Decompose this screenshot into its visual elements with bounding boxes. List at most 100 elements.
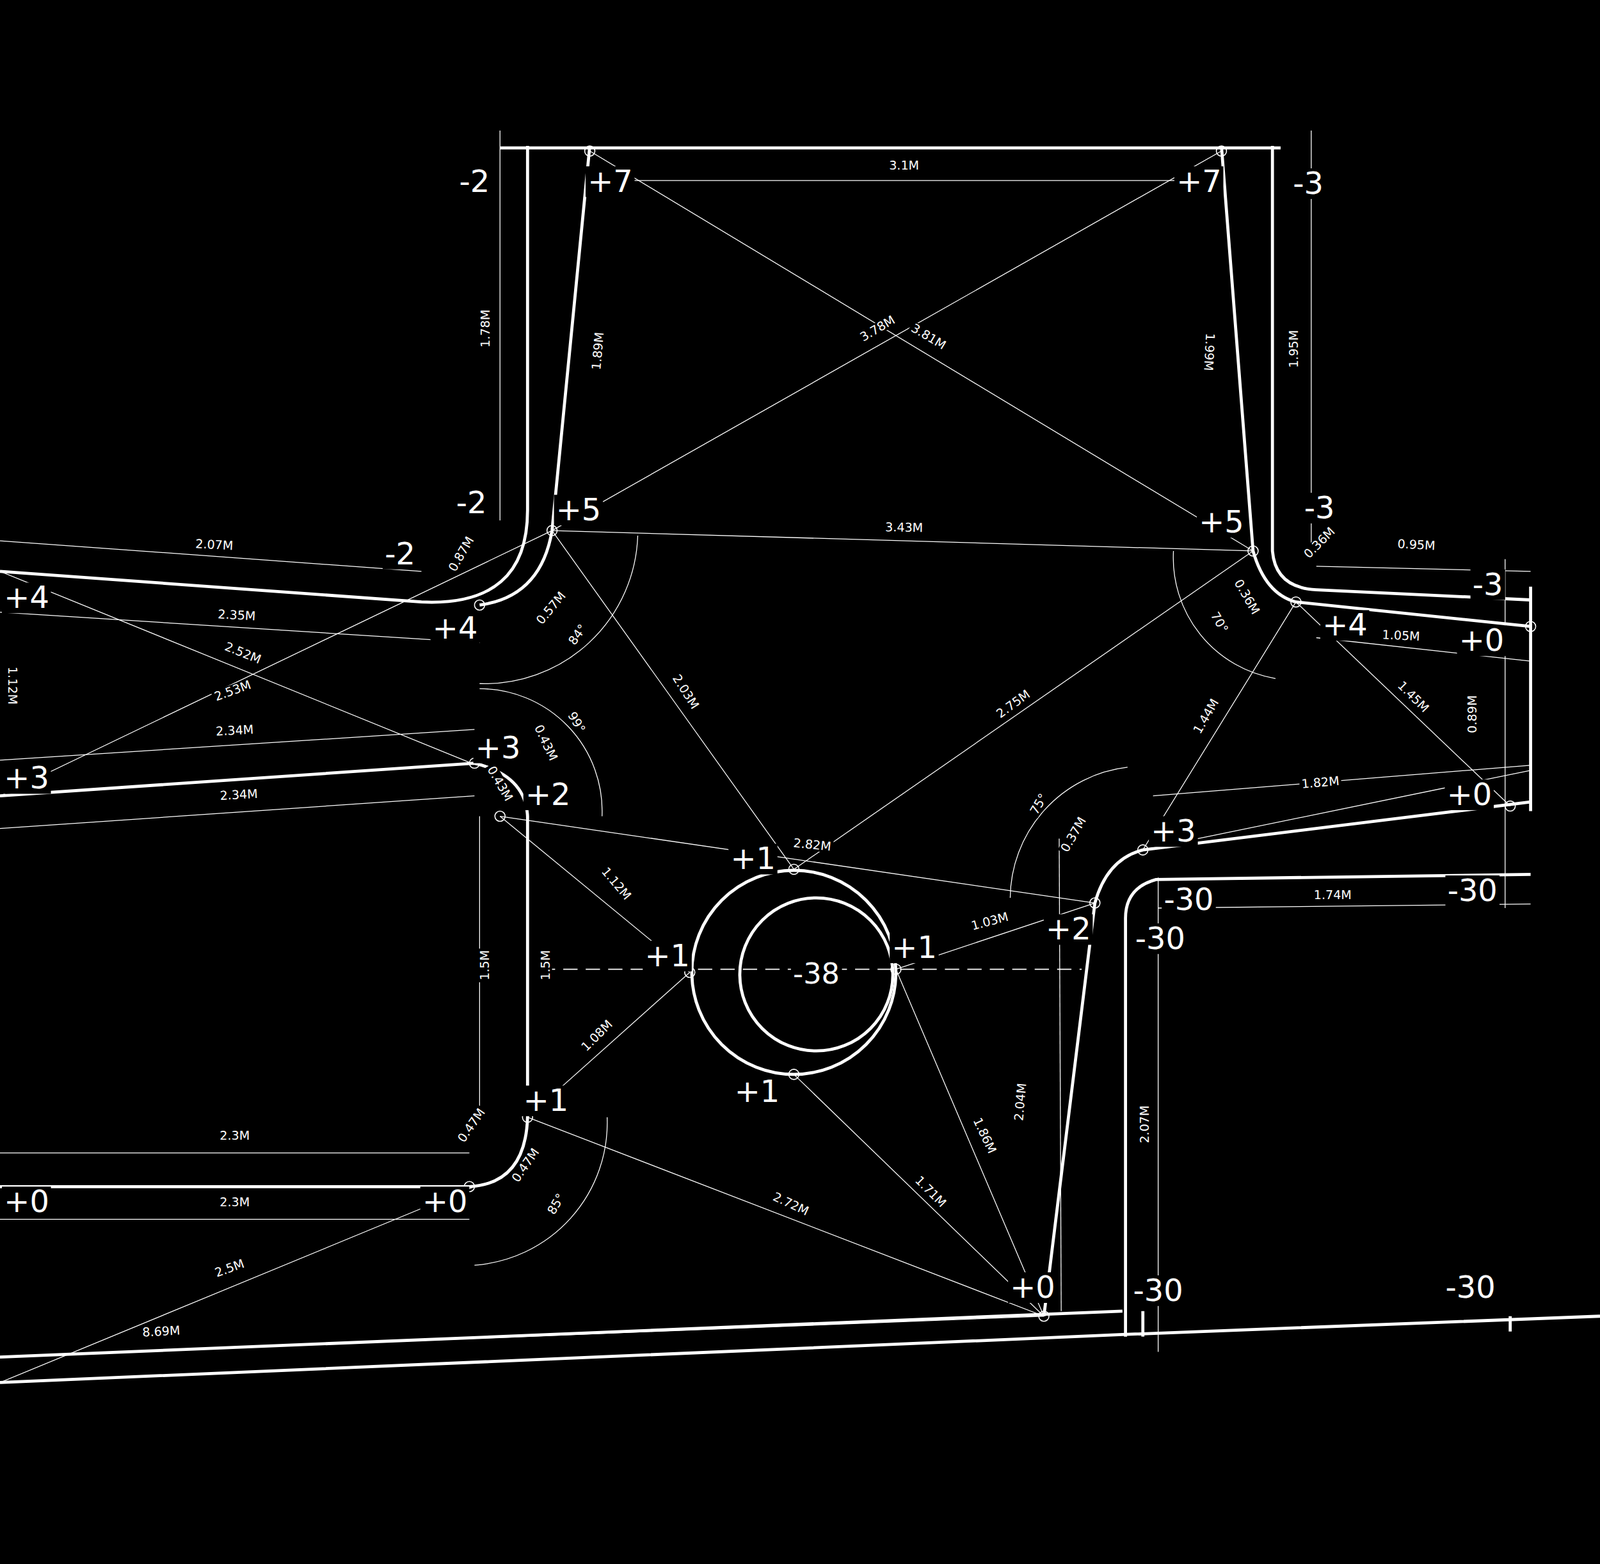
dimension-label: 99° (564, 708, 589, 737)
dimension-label: 0.37M (1057, 813, 1090, 856)
level-label: -3 (1302, 492, 1337, 524)
dimension-label: 2.5M (211, 1256, 248, 1280)
dimension-label: 1.71M (911, 1172, 950, 1211)
boundary-line (479, 145, 590, 605)
dimension-line (0, 530, 553, 797)
level-label: -30 (1443, 1272, 1498, 1304)
level-label: +1 (889, 932, 939, 964)
survey-point (1525, 621, 1536, 632)
level-label: +4 (1, 582, 52, 614)
dimension-label: 1.78M (479, 307, 492, 350)
survey-point (584, 145, 596, 157)
level-label: +3 (473, 732, 523, 764)
survey-point (494, 811, 505, 822)
dimension-label: 0.89M (1466, 693, 1479, 735)
dimension-label: 1.45M (1393, 677, 1433, 717)
level-label: +5 (1196, 506, 1247, 538)
level-label: -3 (1290, 168, 1326, 200)
dimension-label: 84° (565, 620, 591, 649)
dimension-label: 0.95M (1395, 537, 1438, 553)
dimension-line (896, 969, 1044, 1317)
survey-point (1038, 1311, 1049, 1322)
dimension-label: 2.07M (193, 537, 236, 553)
level-label: +1 (642, 940, 692, 972)
boundary-line (1528, 586, 1533, 812)
survey-point (788, 1069, 799, 1080)
dimension-line (1504, 559, 1506, 909)
boundary-line (0, 1316, 1600, 1384)
dimension-label: 2.52M (221, 639, 265, 667)
boundary-line (1125, 874, 1531, 1337)
dimension-line (0, 1186, 475, 1383)
dimension-line (0, 1316, 1044, 1358)
dimension-label: 8.69M (140, 1324, 183, 1339)
level-label: +0 (420, 1186, 470, 1218)
dimension-label: 1.12M (598, 864, 635, 904)
level-label: +2 (1043, 914, 1094, 946)
level-label: +1 (728, 844, 778, 875)
survey-point (1216, 145, 1227, 157)
dimension-label: 0.57M (533, 588, 570, 628)
boundary-line (1141, 1311, 1145, 1337)
level-label: +5 (554, 494, 604, 526)
dimension-label: 1.86M (970, 1114, 1000, 1158)
boundary-line (0, 1311, 1123, 1358)
dimension-label: 0.43M (484, 762, 516, 805)
dimension-label: 2.3M (217, 1129, 252, 1142)
level-label: -2 (382, 538, 418, 570)
dimension-label: 3.78M (856, 312, 899, 345)
survey-point (474, 600, 485, 611)
level-label: -2 (454, 487, 489, 519)
level-label: -30 (1445, 875, 1500, 907)
level-label: +3 (1, 763, 52, 795)
dimension-label: 1.12M (6, 664, 19, 707)
angle-arc (1173, 551, 1276, 679)
dimension-label: 2.35M (215, 608, 258, 623)
survey-point (1248, 545, 1259, 557)
boundary-line (1221, 145, 1531, 627)
level-label: +0 (1008, 1272, 1058, 1304)
dimension-label: 1.08M (577, 1016, 617, 1055)
dimension-label: 1.05M (1379, 628, 1423, 644)
level-label: +0 (1444, 779, 1494, 811)
angle-arc (474, 1117, 607, 1266)
dimension-line (0, 1219, 470, 1220)
dimension-label: 2.04M (1012, 1080, 1029, 1124)
dimension-label: 0.36M (1300, 523, 1339, 562)
level-label: +3 (1148, 816, 1199, 848)
dimension-label: 75° (1027, 789, 1051, 818)
drain-circle: -38 (737, 896, 896, 1054)
dimension-line (0, 1152, 470, 1154)
dimension-label: 1.03M (967, 910, 1012, 933)
level-label: -30 (1161, 884, 1216, 916)
dimension-label: 3.43M (883, 520, 926, 534)
level-label: +1 (521, 1085, 571, 1117)
dimension-label: 3.81M (907, 320, 950, 353)
level-label: -3 (1470, 569, 1506, 601)
dimension-label: 2.34M (213, 723, 256, 738)
survey-point (547, 525, 558, 536)
boundary-line (0, 145, 528, 603)
dimension-label: 0.43M (531, 721, 560, 765)
boundary-line (1508, 1316, 1512, 1332)
dimension-line (499, 816, 1096, 904)
dimension-label: 1.95M (1287, 328, 1300, 370)
survey-point (1505, 801, 1516, 812)
level-label: -2 (456, 166, 492, 198)
level-label: +7 (585, 166, 635, 198)
level-label: +0 (1, 1186, 52, 1218)
dimension-label: 1.5M (539, 948, 552, 983)
dimension-label: 1.99M (1201, 330, 1217, 374)
dimension-label: 2.3M (217, 1196, 252, 1209)
dimension-line (590, 180, 1222, 182)
level-label: -38 (791, 960, 842, 989)
dimension-label: 2.72M (769, 1189, 813, 1219)
level-label: -30 (1130, 1275, 1186, 1307)
dimension-label: 2.34M (217, 787, 260, 803)
dimension-label: 2.53M (210, 677, 255, 704)
dimension-label: 2.03M (669, 670, 703, 713)
survey-point (1290, 597, 1302, 608)
level-label: +1 (732, 1076, 783, 1108)
